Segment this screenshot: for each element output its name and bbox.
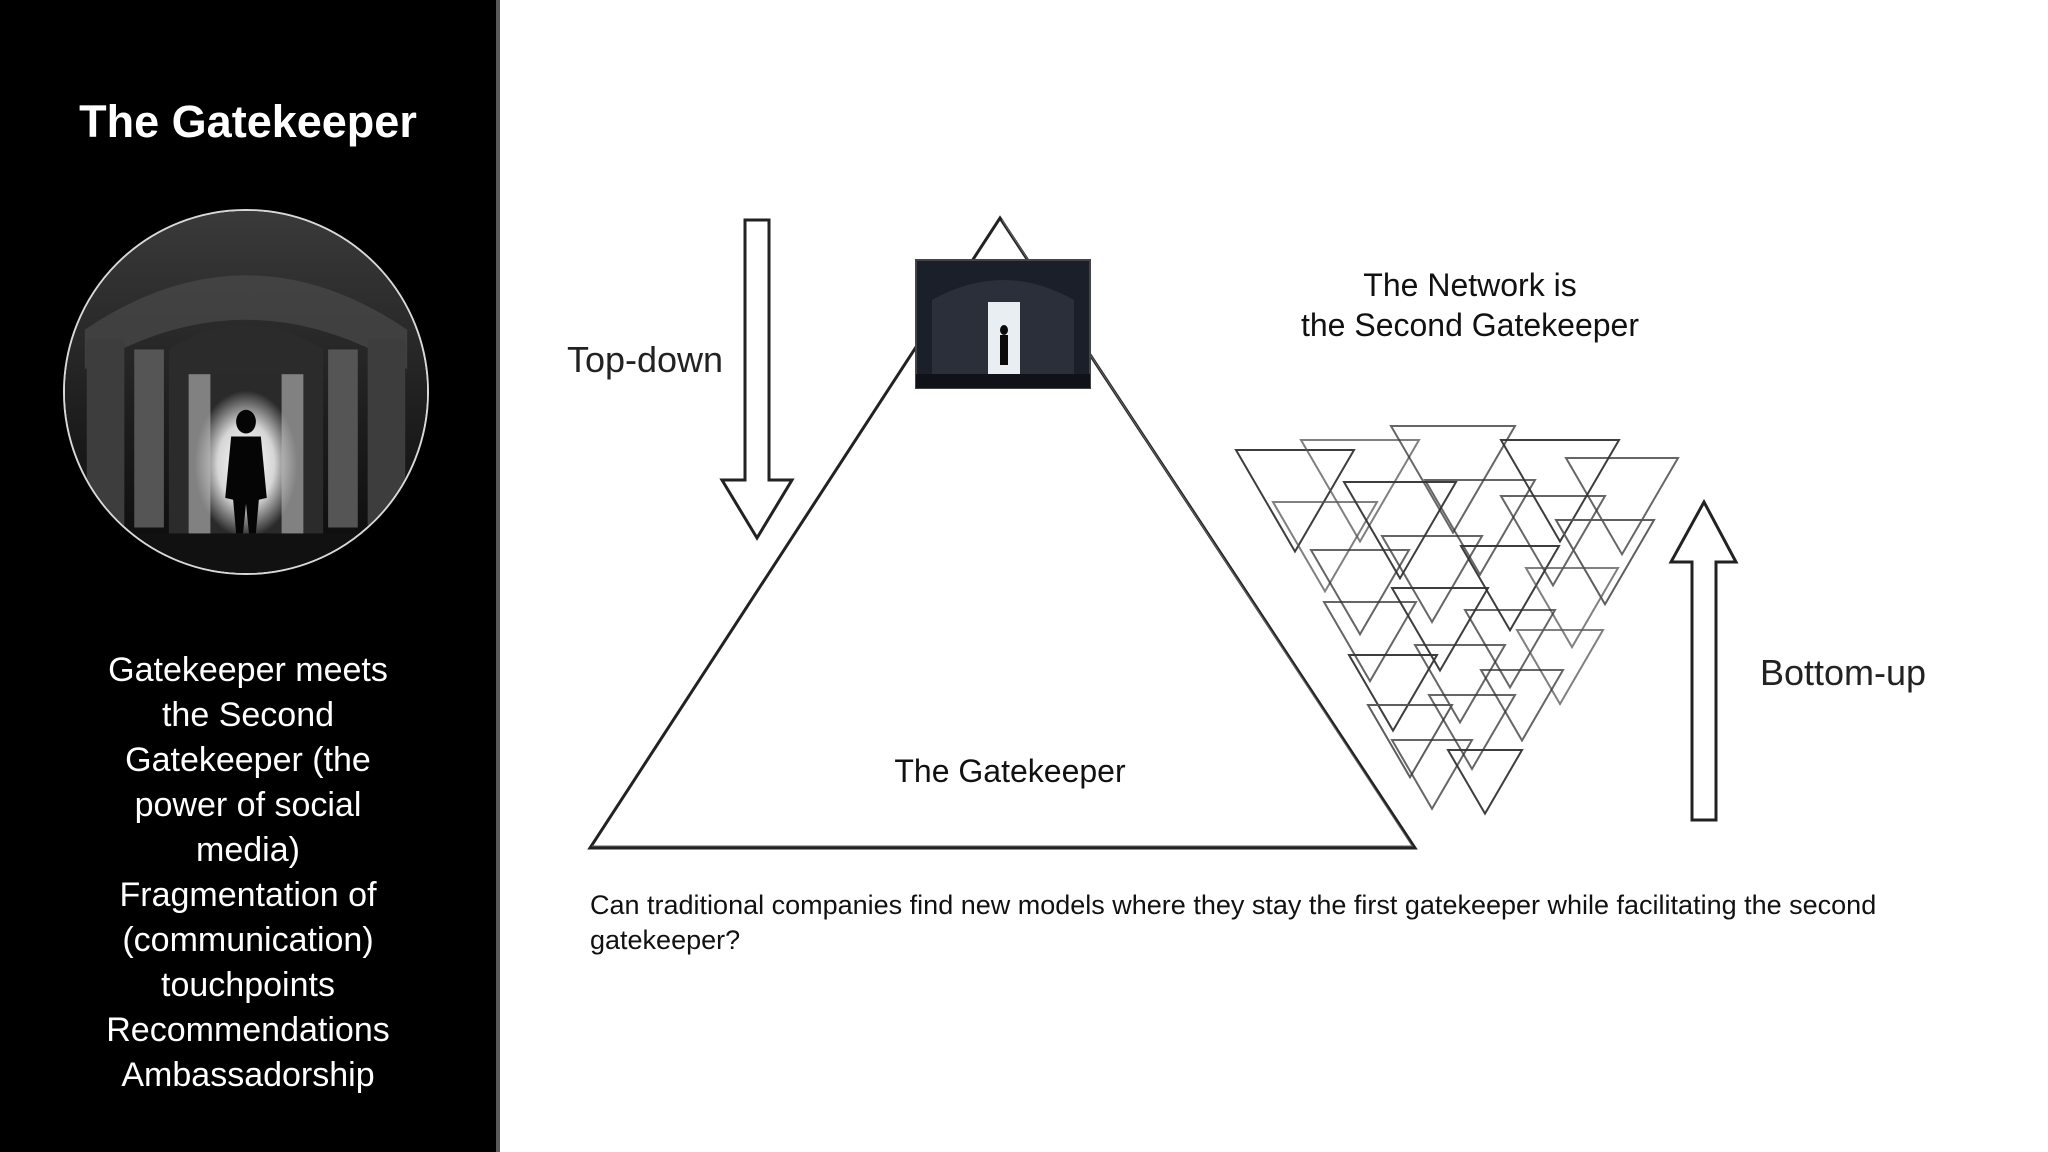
- network-triangles: [1234, 425, 1680, 816]
- network-label-line2: the Second Gatekeeper: [1301, 307, 1639, 343]
- network-triangle: [1479, 669, 1565, 743]
- network-triangle: [1390, 587, 1490, 673]
- network-label-line1: The Network is: [1363, 267, 1576, 303]
- network-triangle: [1564, 457, 1680, 557]
- panel-divider: [496, 0, 500, 1152]
- network-triangle: [1524, 567, 1620, 650]
- note-line: Gatekeeper meets: [108, 651, 388, 689]
- network-triangle: [1309, 549, 1411, 637]
- network-triangle: [1366, 704, 1454, 780]
- note-line: Gatekeeper (the: [125, 741, 371, 779]
- bottom-up-label: Bottom-up: [1760, 652, 1926, 693]
- network-triangle: [1499, 495, 1607, 588]
- gatekeeper-portrait-image: [63, 209, 429, 575]
- note-line: the Second: [161, 696, 335, 734]
- network-triangle: [1347, 654, 1439, 733]
- top-down-arrow: [719, 218, 795, 541]
- network-triangle: [1234, 449, 1356, 554]
- note-line: Ambassadorship: [121, 1056, 375, 1094]
- note-line: (communication): [122, 921, 374, 959]
- gatekeeper-diagram: Top-down The Gatekeeper The Network is t…: [567, 215, 1926, 850]
- network-triangle: [1413, 644, 1507, 725]
- bottom-up-arrow: [1668, 498, 1739, 822]
- note-line: Fragmentation of: [119, 876, 377, 914]
- network-triangle: [1446, 749, 1524, 816]
- network-triangle: [1322, 601, 1418, 684]
- network-triangle: [1342, 481, 1458, 581]
- network-triangle: [1423, 479, 1537, 577]
- network-triangle: [1271, 501, 1379, 594]
- network-triangle: [1390, 739, 1474, 811]
- network-triangle: [1554, 519, 1656, 607]
- network-triangle: [1515, 629, 1605, 706]
- pyramid-label: The Gatekeeper: [894, 753, 1126, 789]
- left-panel: [0, 0, 496, 1152]
- slide-title: The Gatekeeper: [79, 96, 417, 147]
- side-notes: Gatekeeper meets the Second Gatekeeper (…: [40, 648, 456, 1098]
- apex-photo: [915, 259, 1091, 389]
- network-triangle: [1427, 694, 1517, 771]
- caption: Can traditional companies find new model…: [590, 890, 1877, 955]
- network-triangle: [1499, 439, 1621, 544]
- note-line: Recommendations: [106, 1011, 390, 1049]
- network-triangle: [1463, 609, 1557, 690]
- note-line: touchpoints: [161, 966, 335, 1004]
- note-line: media): [196, 831, 300, 869]
- network-triangle: [1380, 535, 1484, 624]
- network-triangle: [1299, 439, 1421, 544]
- note-line: power of social: [134, 786, 362, 824]
- top-down-label: Top-down: [567, 339, 723, 380]
